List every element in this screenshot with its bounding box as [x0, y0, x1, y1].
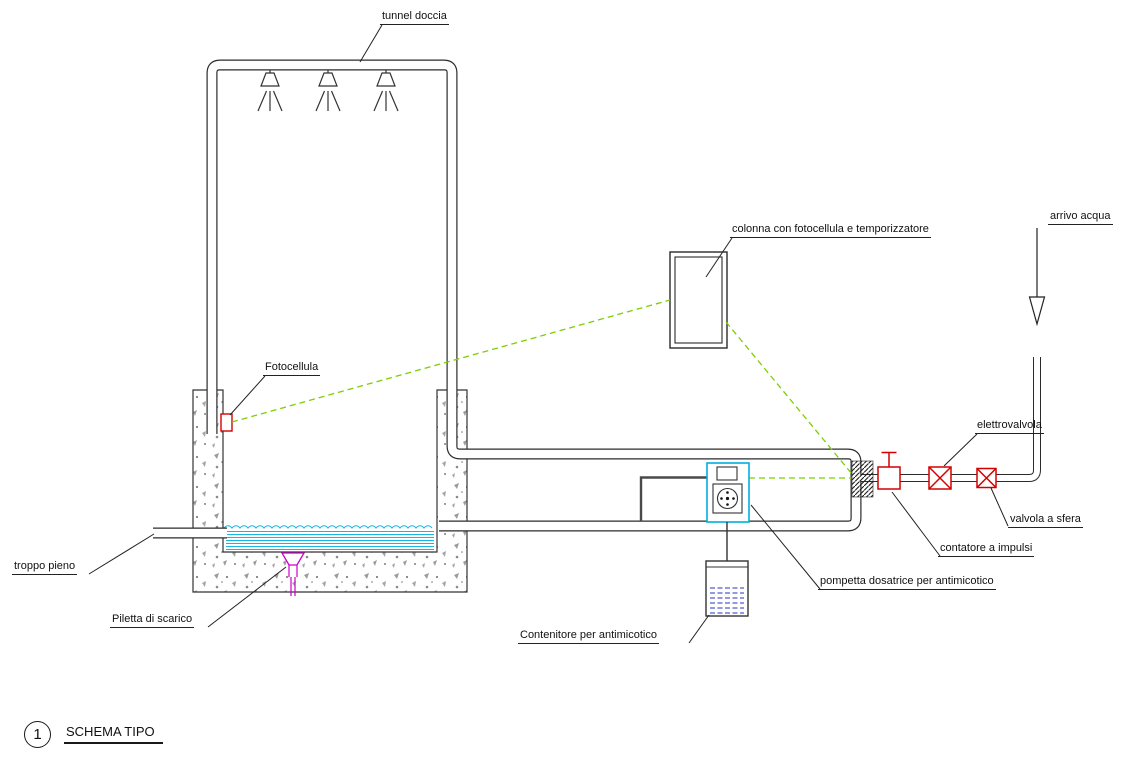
beam-line	[725, 321, 853, 475]
leader-valvola-sfera	[990, 487, 1009, 527]
label-contatore: contatore a impulsi	[938, 542, 1035, 557]
leader-fotocellula	[229, 375, 266, 416]
shower-head-icon	[257, 70, 283, 112]
water-inlet-pipe	[856, 357, 1041, 482]
leader-colonna	[705, 237, 733, 278]
photocell-beams	[231, 299, 853, 479]
leader-contatore	[891, 491, 941, 557]
inlet-valves	[877, 451, 997, 490]
schema-number-badge: 1	[24, 721, 51, 748]
leader-tunnel-doccia	[359, 24, 383, 63]
wall-penetration-hatch	[851, 460, 874, 498]
water-arrival-arrow	[1028, 228, 1046, 327]
leader-piletta	[207, 566, 287, 628]
shower-basin-concrete	[192, 389, 468, 593]
drain-funnel	[280, 552, 306, 596]
dosing-pump	[706, 462, 750, 561]
shower-heads	[257, 70, 399, 112]
ball-valve-icon	[976, 467, 997, 489]
pulse-counter-valve-icon	[877, 451, 901, 490]
control-column	[669, 251, 728, 349]
leader-troppo-pieno	[88, 533, 155, 575]
label-pompetta: pompetta dosatrice per antimicotico	[818, 575, 996, 590]
solenoid-valve-icon	[928, 466, 952, 490]
title-block: 1 SCHEMA TIPO	[24, 721, 163, 748]
schema-title: SCHEMA TIPO	[64, 724, 163, 744]
shower-head-icon	[315, 70, 341, 112]
water-surface-wave	[223, 525, 433, 529]
leader-elettrovalvola	[943, 433, 978, 467]
label-troppo-pieno: troppo pieno	[12, 560, 78, 575]
antimycotic-container	[705, 560, 749, 617]
label-elettrovalvola: elettrovalvola	[975, 419, 1044, 434]
label-valvola-sfera: valvola a sfera	[1008, 513, 1083, 528]
piping	[153, 59, 1041, 539]
leader-lines	[88, 24, 1009, 644]
leader-contenitore	[688, 614, 710, 644]
shower-head-icon	[373, 70, 399, 112]
label-tunnel-doccia: tunnel doccia	[380, 10, 449, 25]
label-contenitore: Contenitore per antimicotico	[518, 629, 659, 644]
leader-pompetta	[750, 504, 821, 590]
photocell-sensor	[220, 413, 233, 432]
label-colonna: colonna con fotocellula e temporizzatore	[730, 223, 931, 238]
label-fotocellula: Fotocellula	[263, 361, 321, 376]
pump-support-bracket	[639, 476, 707, 521]
label-arrivo-acqua: arrivo acqua	[1048, 210, 1113, 225]
beam-line	[231, 299, 671, 423]
basin-water	[223, 525, 434, 550]
label-piletta: Piletta di scarico	[110, 613, 195, 628]
